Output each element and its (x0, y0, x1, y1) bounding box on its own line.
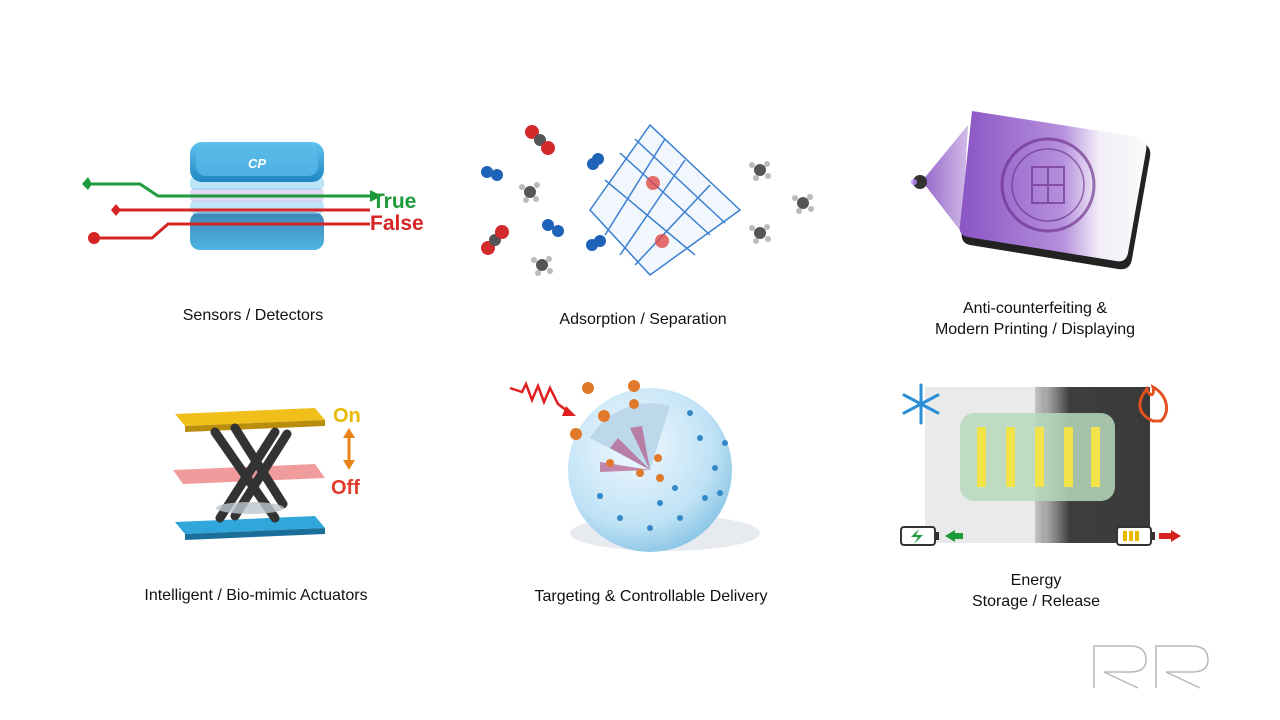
ch4-molecule (749, 161, 771, 181)
battery-charging-icon (900, 526, 963, 546)
green-arrow-icon (370, 190, 382, 202)
co2-molecule (481, 225, 509, 255)
snowflake-icon (902, 383, 940, 425)
red-lower-line (94, 222, 370, 240)
adsorption-diagram (481, 123, 814, 276)
ch4-molecule (749, 224, 771, 244)
top-plate (175, 408, 325, 426)
caption-adsorption: Adsorption / Separation (559, 311, 727, 328)
green-star-icon (82, 177, 92, 190)
light-trigger-icon (509, 380, 567, 411)
delivery-panel (500, 378, 790, 558)
sensors-panel: CP True False (70, 120, 440, 270)
porous-framework (589, 123, 742, 276)
adsorption-panel (470, 115, 830, 290)
on-label: On (333, 405, 361, 427)
caption-anticounterfeit: Anti-counterfeiting & Modern Printing / … (934, 300, 1136, 338)
actuators-panel: On Off (165, 398, 385, 548)
n2-molecule (586, 235, 606, 251)
caption-delivery: Targeting & Controllable Delivery (534, 588, 768, 605)
adsorbed-molecule (646, 176, 660, 190)
university-seal (1000, 137, 1096, 233)
anticounterfeit-diagram (911, 111, 1151, 270)
print-card (959, 111, 1147, 262)
false-label: False (370, 212, 424, 235)
caption-sensors: Sensors / Detectors (182, 307, 324, 324)
adsorbed-molecule (655, 234, 669, 248)
ch4-molecule (792, 194, 814, 214)
green-signal-line (88, 182, 370, 198)
co2-molecule (525, 125, 555, 155)
actuators-diagram: On Off (173, 405, 361, 540)
battery-low-icon (1116, 526, 1181, 546)
n2-molecule (542, 219, 564, 237)
flame-icon (1138, 384, 1169, 423)
ch4-molecule (519, 182, 540, 203)
sphere-cutaway (590, 403, 670, 470)
uv-beam (922, 125, 968, 233)
drug-particles (570, 380, 664, 482)
watermark-logo (1092, 644, 1211, 690)
energy-diagram (900, 383, 1181, 546)
delivery-diagram (509, 380, 760, 552)
laser-icon (913, 175, 927, 189)
true-label: True (372, 190, 416, 213)
cp-chip: CP (190, 142, 324, 250)
chip-label: CP (248, 156, 266, 171)
bottom-plate (175, 516, 325, 534)
ch4-molecule (531, 256, 553, 276)
energy-panel (895, 375, 1190, 555)
device-stripes (977, 427, 1100, 487)
anticounterfeit-panel (900, 85, 1160, 285)
surface-pores (597, 410, 728, 531)
red-diamond-icon (111, 204, 121, 216)
n2-molecule (481, 166, 503, 181)
sensors-diagram: CP True False (82, 142, 424, 250)
caption-actuators: Intelligent / Bio-mimic Actuators (144, 587, 368, 604)
caption-energy: Energy Storage / Release (971, 572, 1101, 610)
n2-molecule (587, 153, 604, 170)
red-dot-icon (88, 232, 100, 244)
off-label: Off (331, 477, 360, 499)
